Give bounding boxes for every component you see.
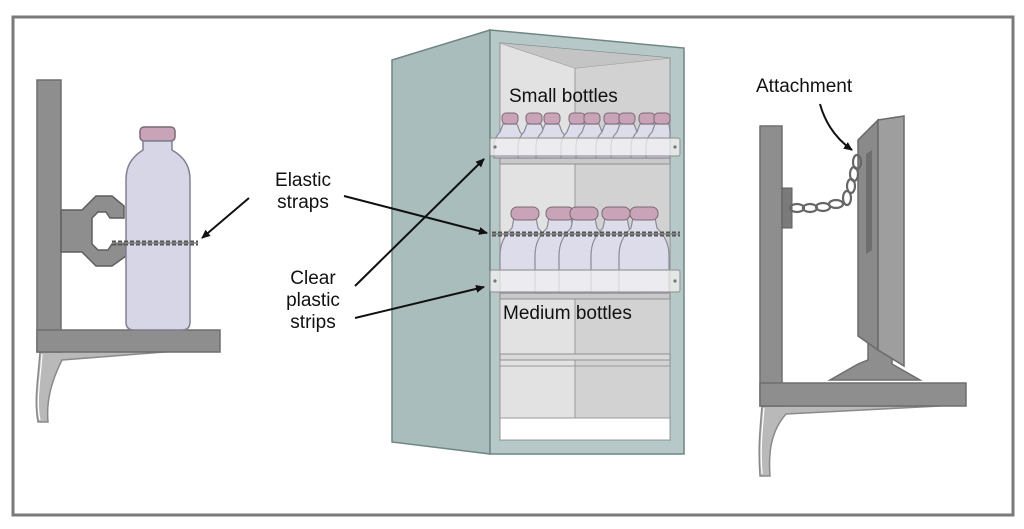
callout-arrows — [201, 103, 853, 319]
arrow-attachment — [819, 103, 853, 151]
arrow-elastic-left — [201, 197, 250, 239]
label-attachment: Attachment — [756, 76, 853, 97]
right-wall-bracket — [758, 125, 967, 477]
lower-clear-strip — [489, 269, 681, 293]
label-clear-line1: Clear — [290, 268, 336, 289]
label-elastic-line1: Elastic — [275, 170, 331, 191]
chain-icon — [788, 153, 863, 214]
label-medium-bottles: Medium bottles — [503, 303, 632, 324]
monitor — [827, 115, 923, 381]
label-clear-plastic-strips: Clear plastic strips — [268, 268, 358, 334]
arrow-clear-lower — [354, 284, 485, 319]
label-clear-line2: plastic — [286, 290, 340, 311]
arrow-clear-upper — [354, 158, 485, 287]
label-elastic-line2: straps — [277, 192, 329, 213]
c-clamp-icon — [60, 195, 127, 267]
left-wall-bracket — [35, 79, 221, 423]
arrow-elastic-cabinet — [343, 195, 488, 235]
label-small-bottles: Small bottles — [509, 86, 618, 107]
outer-frame — [11, 15, 1015, 517]
label-elastic-straps: Elastic straps — [258, 170, 348, 214]
label-clear-line3: strips — [290, 312, 336, 333]
upper-clear-strip — [489, 137, 681, 157]
left-bottle — [125, 126, 191, 331]
